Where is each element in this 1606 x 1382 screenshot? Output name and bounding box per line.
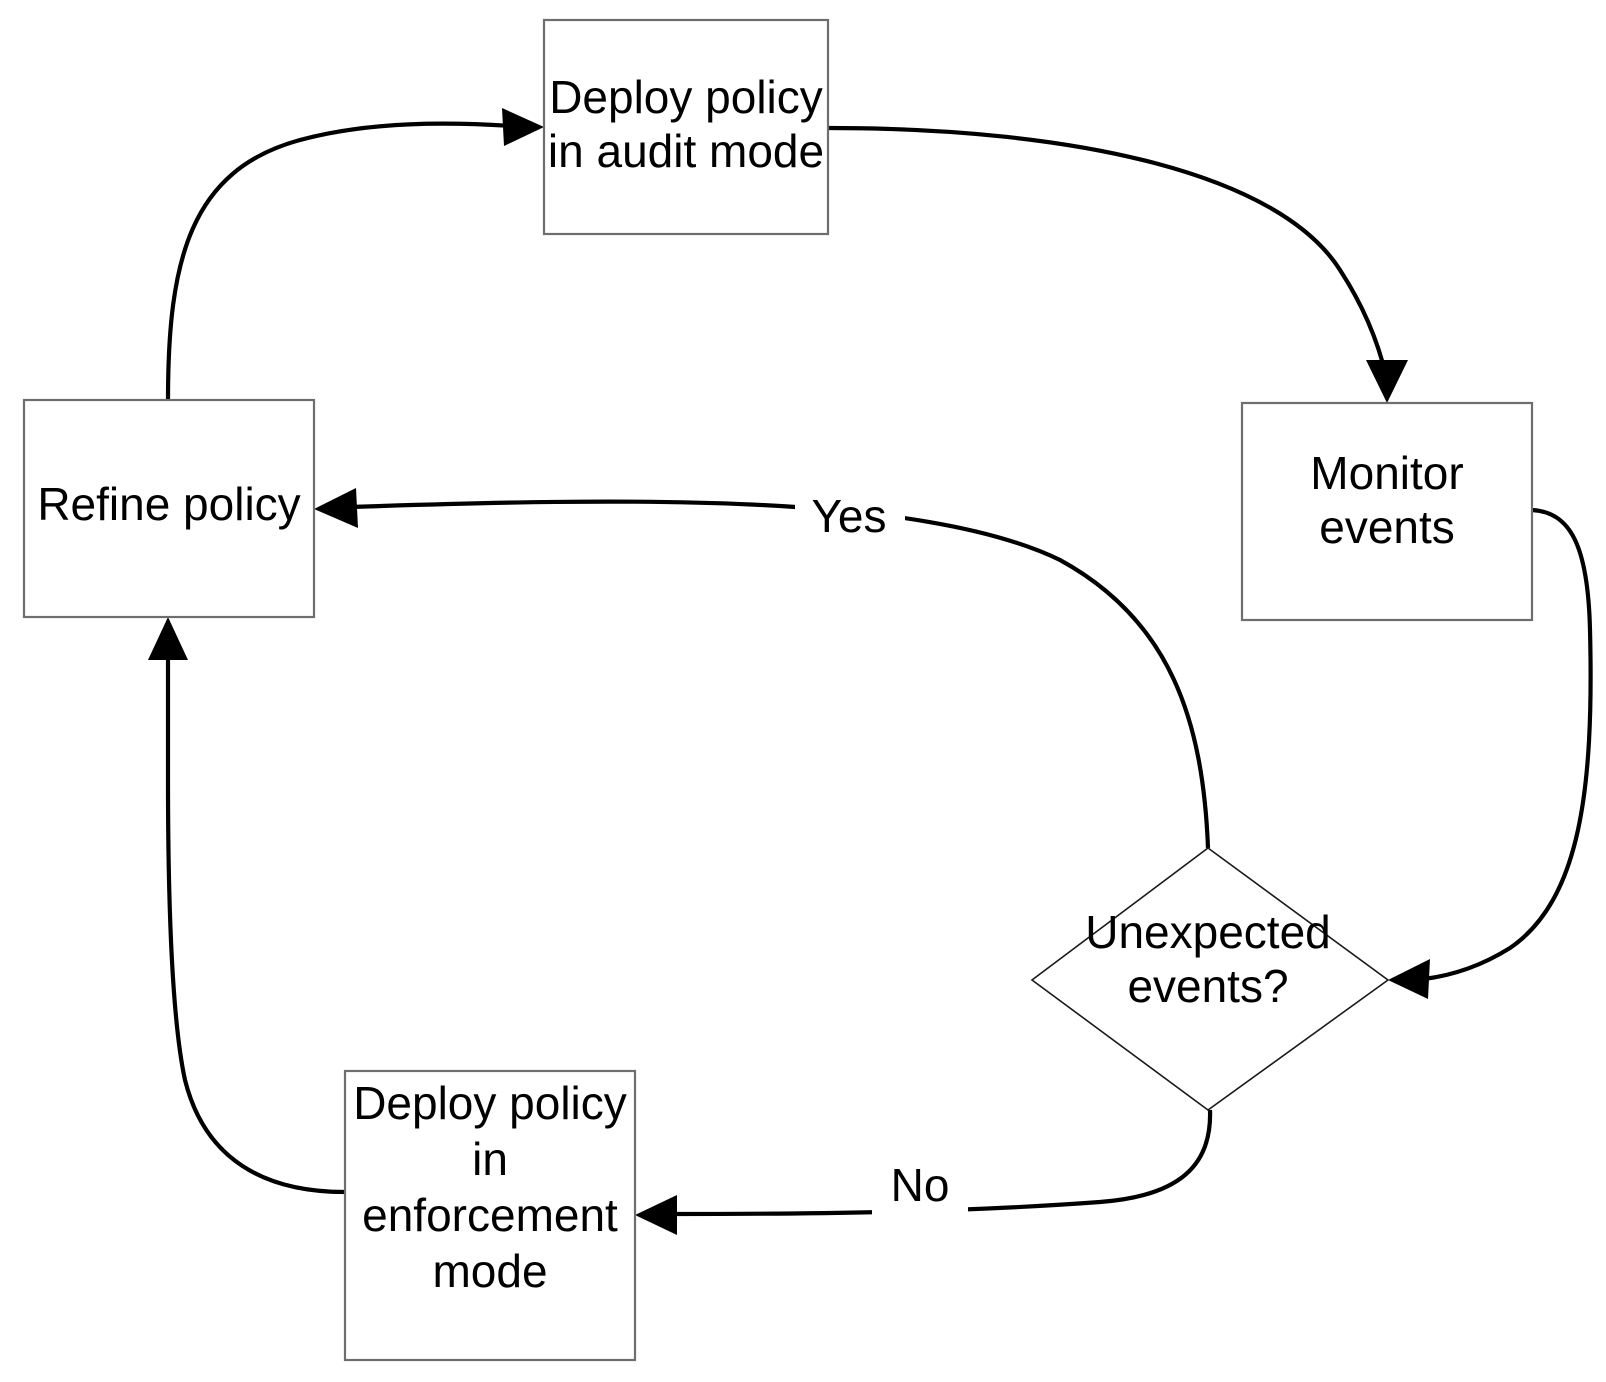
edge-refine-to-audit-arrowhead <box>502 108 544 146</box>
node-monitor-events-line-1: Monitor <box>1310 447 1463 499</box>
node-deploy-enforcement-line-1: Deploy policy <box>353 1077 627 1129</box>
edge-decision-no-to-enforcement-arrowhead <box>635 1195 677 1235</box>
edge-decision-no-to-enforcement: No <box>635 1109 1213 1235</box>
edge-label-yes: Yes <box>811 490 886 542</box>
edge-audit-to-monitor <box>827 125 1408 403</box>
edge-monitor-to-decision-arrowhead <box>1388 959 1430 999</box>
node-refine-policy-line-1: Refine policy <box>37 478 300 530</box>
node-refine-policy[interactable]: Refine policy <box>22 398 316 619</box>
node-unexpected-events-line-2: events? <box>1127 960 1288 1012</box>
edge-decision-yes-to-refine-path <box>349 499 1211 849</box>
edge-decision-no-to-enforcement-path <box>671 1109 1213 1217</box>
edge-refine-to-audit-path <box>165 121 513 401</box>
edge-audit-to-monitor-path <box>827 125 1389 377</box>
edge-audit-to-monitor-arrowhead <box>1366 360 1408 403</box>
edge-decision-yes-to-refine-arrowhead <box>314 488 358 528</box>
no-label-backdrop <box>872 1162 968 1216</box>
node-deploy-enforcement-line-2: in <box>472 1133 508 1185</box>
node-unexpected-events-line-1: Unexpected <box>1085 906 1331 958</box>
node-monitor-events-line-2: events <box>1319 501 1455 553</box>
edge-enforcement-to-refine-arrowhead <box>148 617 188 660</box>
node-unexpected-events[interactable]: Unexpected events? <box>1030 847 1390 1111</box>
node-deploy-audit[interactable]: Deploy policy in audit mode <box>542 18 830 236</box>
node-deploy-enforcement-line-3: enforcement <box>362 1189 618 1241</box>
node-unexpected-events-shape[interactable] <box>1030 847 1390 1111</box>
yes-label-backdrop <box>795 492 905 546</box>
edge-enforcement-to-refine <box>148 617 346 1195</box>
edge-monitor-to-decision-path <box>1423 507 1593 982</box>
node-deploy-enforcement-shape[interactable] <box>343 1069 637 1362</box>
node-deploy-enforcement-line-4: mode <box>432 1245 547 1297</box>
edge-refine-to-audit <box>165 108 544 401</box>
node-deploy-audit-shape[interactable] <box>542 18 830 236</box>
node-monitor-events-shape[interactable] <box>1240 401 1534 622</box>
node-monitor-events[interactable]: Monitor events <box>1240 401 1534 622</box>
edge-label-no: No <box>891 1159 950 1211</box>
node-refine-policy-shape[interactable] <box>22 398 316 619</box>
edge-enforcement-to-refine-path <box>165 652 346 1195</box>
node-deploy-audit-line-2: in audit mode <box>548 125 824 177</box>
edge-monitor-to-decision <box>1388 507 1593 999</box>
node-deploy-enforcement[interactable]: Deploy policy in enforcement mode <box>343 1069 637 1362</box>
edge-decision-yes-to-refine: Yes <box>314 488 1211 849</box>
node-deploy-audit-line-1: Deploy policy <box>549 71 823 123</box>
